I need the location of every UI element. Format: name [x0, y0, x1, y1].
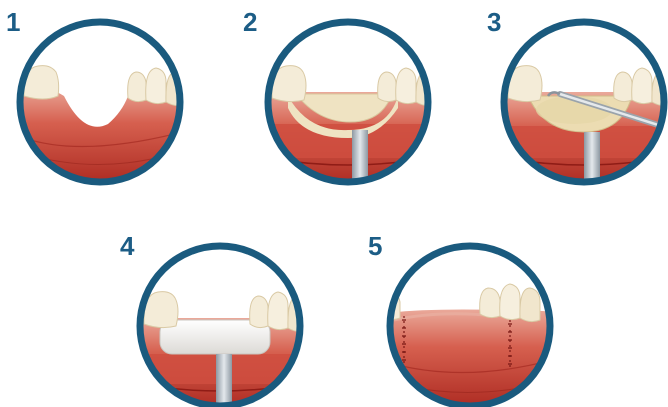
step-5-illustration — [380, 236, 560, 407]
step-1-illustration — [10, 12, 190, 192]
membrane-strap — [216, 354, 232, 407]
step-3-illustration — [494, 12, 668, 192]
step-2-number: 2 — [243, 9, 257, 35]
right-teeth-icon — [480, 284, 540, 322]
step-4-illustration — [130, 236, 310, 407]
gum-flap — [268, 124, 428, 158]
step-2-illustration — [258, 12, 438, 192]
